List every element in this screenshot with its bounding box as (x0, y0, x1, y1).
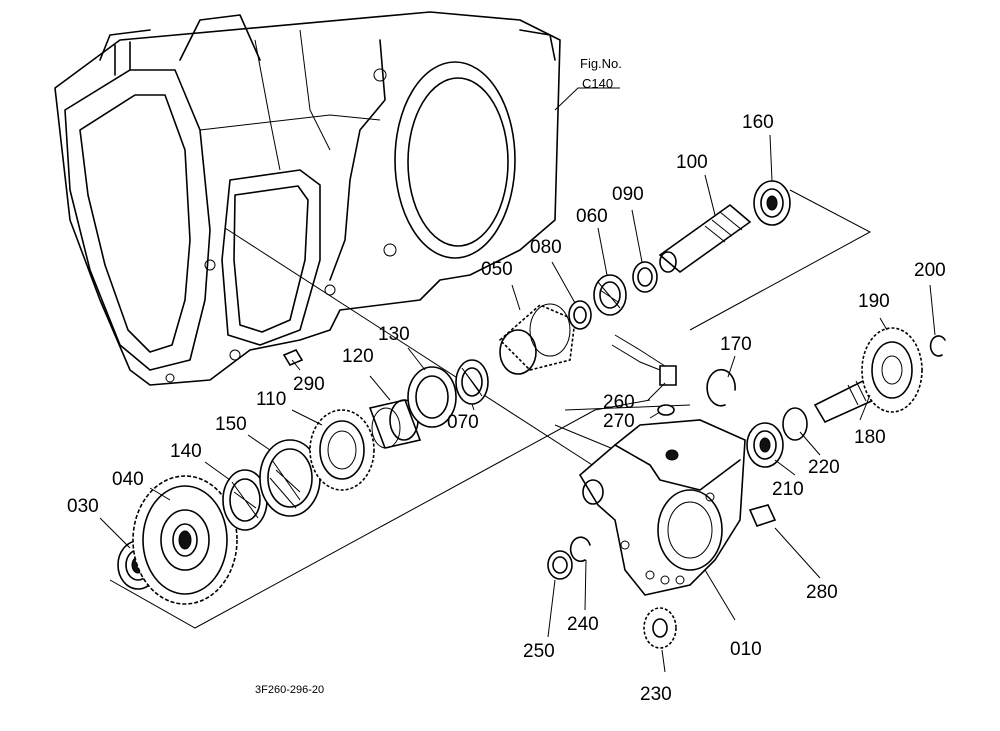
part-260-sensor (611, 334, 677, 386)
label-220: 220 (808, 457, 840, 478)
label-100: 100 (676, 152, 708, 173)
label-090: 090 (612, 184, 644, 205)
part-090-washer (632, 261, 658, 293)
label-080: 080 (530, 237, 562, 258)
label-270: 270 (603, 411, 635, 432)
label-120: 120 (342, 346, 374, 367)
part-050-gear (498, 303, 576, 375)
part-040-large-gear (132, 475, 238, 605)
label-290: 290 (293, 374, 325, 395)
drawing-code: 3F260-296-20 (255, 684, 324, 696)
figure-label: Fig.No. (580, 56, 622, 71)
part-230-gear (643, 607, 677, 649)
part-210-bearing (746, 422, 784, 468)
label-240: 240 (567, 614, 599, 635)
label-200: 200 (914, 260, 946, 281)
part-170-snap-ring (706, 368, 736, 407)
leader-lines (99, 134, 936, 673)
part-200-snap-ring (929, 335, 946, 357)
part-270-washer (657, 404, 675, 416)
part-060-needle-bearing (593, 274, 627, 316)
transmission-housing (54, 11, 561, 386)
part-labels: 030 040 140 150 110 120 130 070 290 050 … (67, 112, 946, 705)
part-080-ring (568, 300, 592, 330)
label-160: 160 (742, 112, 774, 133)
label-130: 130 (378, 324, 410, 345)
part-250-bearing (547, 550, 573, 580)
label-260: 260 (603, 392, 635, 413)
part-110-gear (309, 409, 375, 491)
label-110: 110 (256, 389, 286, 410)
label-230: 230 (640, 684, 672, 705)
part-070-needle-bearing (455, 359, 489, 405)
label-040: 040 (112, 469, 144, 490)
part-120-sleeve (368, 399, 422, 449)
part-280-plug (748, 504, 777, 527)
part-190-gear (861, 327, 923, 413)
part-240-snap-ring (569, 536, 591, 562)
label-210: 210 (772, 479, 804, 500)
assembly-guide-lines (109, 189, 872, 629)
label-140: 140 (170, 441, 202, 462)
part-010-case (578, 419, 746, 596)
label-190: 190 (858, 291, 890, 312)
label-070: 070 (447, 412, 479, 433)
part-220-snap-ring (782, 407, 808, 441)
label-250: 250 (523, 641, 555, 662)
label-170: 170 (720, 334, 752, 355)
label-280: 280 (806, 582, 838, 603)
part-100-shaft (658, 203, 752, 274)
part-160-bearing (753, 180, 791, 226)
part-140-bearing (222, 469, 268, 531)
label-060: 060 (576, 206, 608, 227)
label-150: 150 (215, 414, 247, 435)
figure-reference: Fig.No. C140 (554, 56, 622, 111)
label-010: 010 (730, 639, 762, 660)
label-180: 180 (854, 427, 886, 448)
part-130-washer (407, 366, 457, 428)
figure-number: C140 (582, 76, 613, 91)
label-050: 050 (481, 259, 513, 280)
part-290-pin (282, 348, 304, 367)
label-030: 030 (67, 496, 99, 517)
